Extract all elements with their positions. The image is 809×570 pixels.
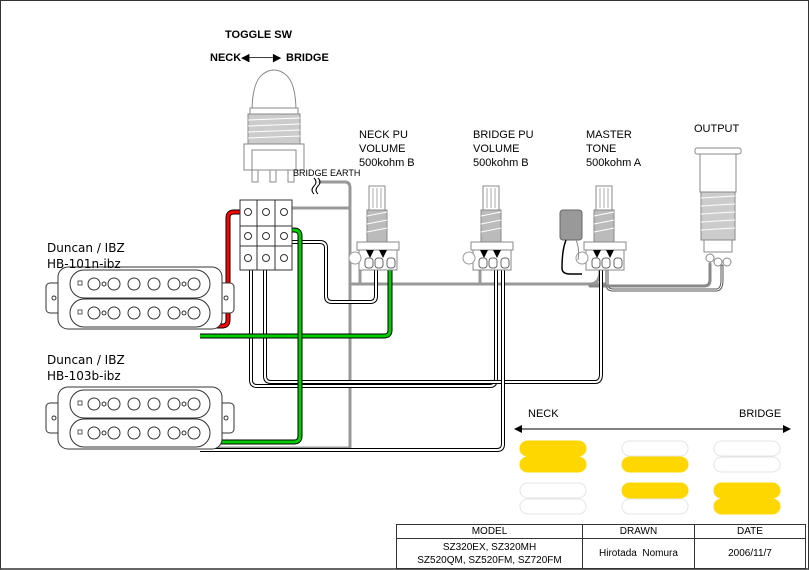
legend-bridge-pickup-1 [519, 482, 587, 515]
pot-label-line: TONE [586, 143, 617, 155]
neck-pickup-label: Duncan / IBZ HB-101n-ibz [47, 240, 125, 272]
toggle-switch [239, 69, 305, 271]
legend-bridge-pickup-3 [713, 482, 781, 515]
coil-inactive [519, 498, 587, 515]
drawn-cell: Hirotada Nomura [582, 538, 695, 569]
title-block: MODEL DRAWN DATE SZ320EX, SZ320MH SZ520Q… [396, 524, 806, 569]
coil-active [519, 456, 587, 473]
model-line: SZ520QM, SZ520FM, SZ720FM [417, 554, 562, 566]
pot-label-line: NECK PU [359, 129, 408, 141]
legend-pickup-positions [519, 440, 781, 515]
pot-label-line: VOLUME [473, 143, 520, 155]
bridge-pickup [46, 387, 234, 449]
date-cell: 2006/11/7 [694, 538, 806, 569]
white-wires [200, 204, 603, 452]
toggle-right-label: BRIDGE [286, 52, 329, 64]
pot-label-line: MASTER [586, 129, 632, 141]
coil-active [519, 440, 587, 457]
pot-label-line: 500kohm B [473, 157, 529, 169]
coil-inactive [713, 440, 781, 457]
bridge-volume-label: BRIDGE PU VOLUME 500kohm B [473, 128, 534, 170]
pot-label-line: 500kohm B [359, 157, 415, 169]
coil-active [621, 456, 689, 473]
coil-active [713, 482, 781, 499]
toggle-arrow-icon: ◀───▶ [241, 52, 282, 64]
model-cell: SZ320EX, SZ320MH SZ520QM, SZ520FM, SZ720… [396, 538, 583, 569]
legend-neck-pickup-1 [519, 440, 587, 473]
green-wires [200, 227, 393, 445]
red-wire [200, 209, 252, 329]
legend-arrow [514, 425, 791, 433]
header-date: DATE [694, 524, 806, 539]
pickup-brand: Duncan / IBZ [47, 241, 125, 255]
coil-inactive [519, 482, 587, 499]
neck-volume-pot [348, 185, 400, 271]
pickup-model: HB-103b-ibz [47, 369, 121, 383]
toggle-left-label: NECK [210, 52, 242, 64]
pickup-brand: Duncan / IBZ [47, 353, 125, 367]
coil-inactive [621, 440, 689, 457]
legend-neck-pickup-3 [713, 440, 781, 473]
coil-active [713, 498, 781, 515]
pot-label-line: BRIDGE PU [473, 129, 534, 141]
toggle-title: TOGGLE SW [225, 29, 293, 41]
master-tone-pot [575, 185, 627, 271]
tone-capacitor [559, 209, 583, 275]
bridge-volume-pot [462, 185, 514, 271]
bridge-pickup-label: Duncan / IBZ HB-103b-ibz [47, 352, 125, 384]
output-label: OUTPUT [694, 123, 740, 135]
master-tone-label: MASTER TONE 500kohm A [586, 128, 641, 170]
pickup-model: HB-101n-ibz [47, 257, 121, 271]
pot-label-line: 500kohm A [586, 157, 642, 169]
coil-inactive [713, 456, 781, 473]
bridge-earth-symbol [311, 177, 321, 195]
coil-active [621, 482, 689, 499]
legend-neck-pickup-2 [621, 440, 689, 473]
pot-label-line: VOLUME [359, 143, 406, 155]
legend-bridge-label: BRIDGE [739, 408, 782, 420]
model-line: SZ320EX, SZ320MH [442, 541, 537, 553]
output-jack [694, 147, 742, 267]
legend-neck-label: NECK [528, 408, 559, 420]
neck-volume-label: NECK PU VOLUME 500kohm B [359, 128, 415, 170]
header-drawn: DRAWN [582, 524, 695, 539]
coil-inactive [621, 498, 689, 515]
neck-pickup [46, 267, 234, 329]
header-model: MODEL [396, 524, 583, 539]
legend-bridge-pickup-2 [621, 482, 689, 515]
bridge-earth-label: BRIDGE EARTH [293, 168, 361, 178]
